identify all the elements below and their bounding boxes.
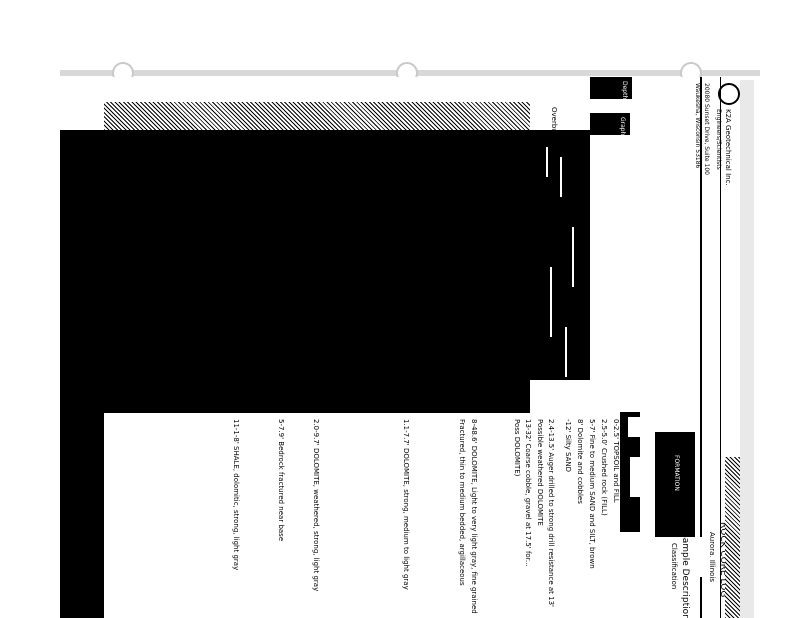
description-line: 2.4-13.5' Auger drilled to strong drill … — [547, 419, 555, 607]
description-line: Poss DOLOMITE) — [513, 419, 521, 477]
right-edge-shading — [725, 457, 740, 618]
graphic-log-label: Graphic Log — [619, 117, 626, 153]
address-line-1: 20080 Sunset Drive, Suite 100 — [703, 83, 710, 175]
unit-header: UNIT — [629, 442, 636, 457]
sample-description-header: Sample Description — [680, 532, 690, 618]
graphic-mark — [546, 147, 548, 177]
classification-header: Classification — [670, 543, 678, 590]
lower-black-column — [66, 531, 78, 618]
rock-core-log-sheet: Depth (feet) Graphic Log Overburden K2A … — [60, 77, 740, 618]
formation-header: FORMATION — [673, 455, 680, 491]
description-line: 8' Dolomite and cobbles — [576, 419, 584, 504]
formation-header-block — [655, 432, 695, 537]
column-rule — [700, 77, 702, 618]
description-line: 1.1-7.7' DOLOMITE, strong, medium to lig… — [402, 419, 410, 590]
description-line: Fractured, thin to medium bedded, argill… — [458, 419, 466, 586]
description-line: 5-7.9' Bedrock fractured near base — [277, 419, 285, 542]
company-tagline: Engineers/Scientists — [715, 109, 722, 170]
k2a-logo-icon — [718, 83, 740, 105]
graphic-mark — [560, 157, 562, 197]
unit-white-window — [630, 457, 648, 497]
description-line: 13-32' Coarse cobble, gravel at 17.5' fo… — [524, 419, 532, 567]
description-line: 2.5-5.0' Crushed rock (FILL) — [600, 419, 608, 516]
graphic-mark — [550, 267, 552, 337]
graphic-log-box — [590, 113, 630, 135]
depth-header-box — [590, 77, 632, 99]
description-line: Possible weathered DOLOMITE — [536, 419, 544, 526]
page-edge-strip — [740, 80, 754, 618]
column-rule — [720, 77, 721, 618]
description-line: 5-7' Fine to medium SAND and SILT, brown — [588, 419, 596, 569]
graphic-mark — [565, 327, 567, 377]
graphic-mark — [572, 227, 574, 287]
address-line-2: Waukesha, Wisconsin 53186 — [694, 83, 701, 169]
unit-header-white — [628, 417, 640, 437]
description-line: 2.0-9.7' DOLOMITE, weathered, strong, li… — [312, 419, 320, 592]
description-line: 8-48.6' DOLOMITE, Light to very light gr… — [470, 419, 478, 614]
redacted-plot-area — [60, 130, 530, 413]
company-name: K2A Geotechnical Inc. — [724, 109, 732, 186]
title-logo-box — [700, 537, 710, 577]
shaded-header-band — [104, 102, 530, 130]
description-line: 0-2.5' TOPSOIL and FILL — [612, 419, 620, 503]
description-line: -12' Silty SAND — [564, 419, 572, 473]
description-line: 11-1-8' SHALE, dolomitic, strong, light … — [232, 419, 240, 571]
